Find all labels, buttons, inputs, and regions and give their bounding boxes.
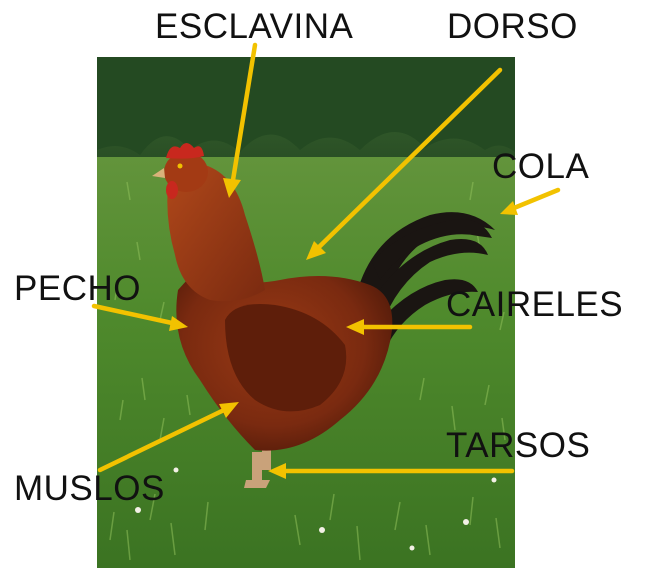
leader-arrows bbox=[91, 42, 561, 479]
label-esclavina: ESCLAVINA bbox=[155, 7, 354, 46]
rooster-beak bbox=[152, 168, 165, 178]
arrow-caireles bbox=[346, 319, 473, 335]
rooster-wing bbox=[225, 304, 347, 412]
photo bbox=[97, 57, 515, 568]
arrow-cola bbox=[500, 187, 561, 215]
label-muslos: MUSLOS bbox=[14, 469, 165, 508]
arrow-tarsos bbox=[268, 463, 515, 479]
arrow-esclavina bbox=[223, 42, 258, 198]
arrow-muslos bbox=[97, 402, 239, 473]
label-tarsos: TARSOS bbox=[446, 426, 591, 465]
arrow-pecho bbox=[91, 303, 188, 331]
label-cola: COLA bbox=[492, 147, 590, 186]
label-caireles: CAIRELES bbox=[446, 285, 624, 324]
label-dorso: DORSO bbox=[447, 7, 578, 46]
tree-silhouettes bbox=[97, 57, 515, 155]
arrow-dorso bbox=[306, 67, 503, 260]
rooster-head bbox=[164, 152, 208, 192]
label-pecho: PECHO bbox=[14, 269, 141, 308]
rooster-comb bbox=[166, 143, 204, 159]
rooster-wattle bbox=[166, 181, 178, 199]
rooster-eye bbox=[177, 163, 183, 169]
flowers bbox=[135, 467, 497, 551]
rooster-legs bbox=[244, 440, 271, 488]
rooster-neck bbox=[167, 164, 265, 302]
